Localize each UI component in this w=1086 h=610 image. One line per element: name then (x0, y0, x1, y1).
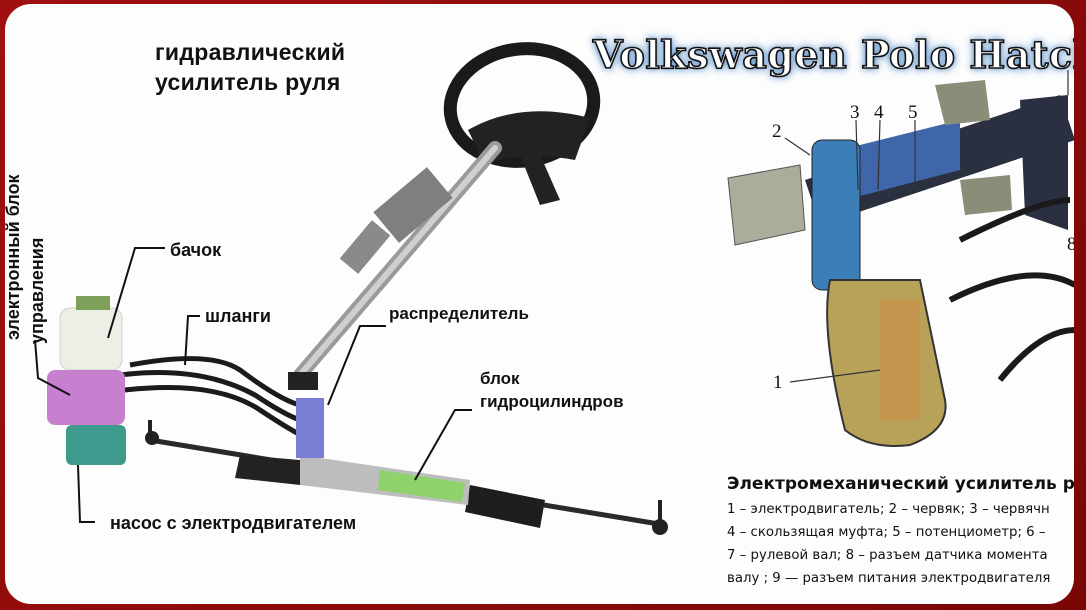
eps-caption: Электромеханический усилитель р 1 – элек… (727, 474, 1074, 590)
leader-lines-left (34, 247, 472, 523)
ecu-label: электронный блок управления (5, 144, 71, 344)
caption-title: Электромеханический усилитель р (727, 474, 1074, 494)
distributor-label: распределитель (389, 304, 529, 323)
hydraulic-title-line1: гидравлический (155, 39, 346, 65)
eps-illustration-icon (727, 80, 1074, 447)
callout-3: 3 (850, 102, 860, 123)
callout-5: 5 (908, 102, 918, 123)
leader-lines-right (784, 70, 1069, 383)
ecu-label-line1: электронный блок (5, 174, 23, 340)
callout-8: 8 (1067, 234, 1074, 255)
illustration (34, 42, 1074, 535)
pump-assembly-icon (47, 296, 126, 465)
hydraulic-title: гидравлический усилитель руля (155, 37, 345, 97)
steering-column-icon (288, 141, 502, 390)
hoses-icon (119, 356, 312, 443)
banner-title: Volkswagen Polo Hatchback V (592, 31, 1074, 78)
ecu-label-line2: управления (27, 237, 47, 344)
cylinder-label-line2: гидроцилиндров (480, 392, 624, 411)
caption-line: 1 – электродвигатель; 2 – червяк; 3 – че… (727, 502, 1050, 517)
cylinder-label: блок гидроцилиндров (480, 367, 624, 413)
pump-label: насос с электродвигателем (110, 513, 357, 533)
hoses-label: шланги (205, 306, 271, 326)
caption-line: валу ; 9 — разъем питания электродвигате… (727, 571, 1051, 586)
callout-4: 4 (874, 102, 884, 123)
callout-1: 1 (773, 372, 783, 393)
reservoir-label: бачок (170, 240, 222, 260)
hydraulic-title-line2: усилитель руля (155, 69, 341, 95)
cylinder-label-line1: блок (480, 369, 520, 388)
caption-line: 7 – рулевой вал; 8 – разъем датчика моме… (727, 548, 1048, 563)
steering-rack-icon (145, 398, 668, 535)
callout-2: 2 (772, 121, 782, 142)
diagram-panel: гидравлический усилитель руля Volkswagen… (5, 4, 1074, 604)
caption-line: 4 – скользящая муфта; 5 – потенциометр; … (727, 525, 1046, 540)
